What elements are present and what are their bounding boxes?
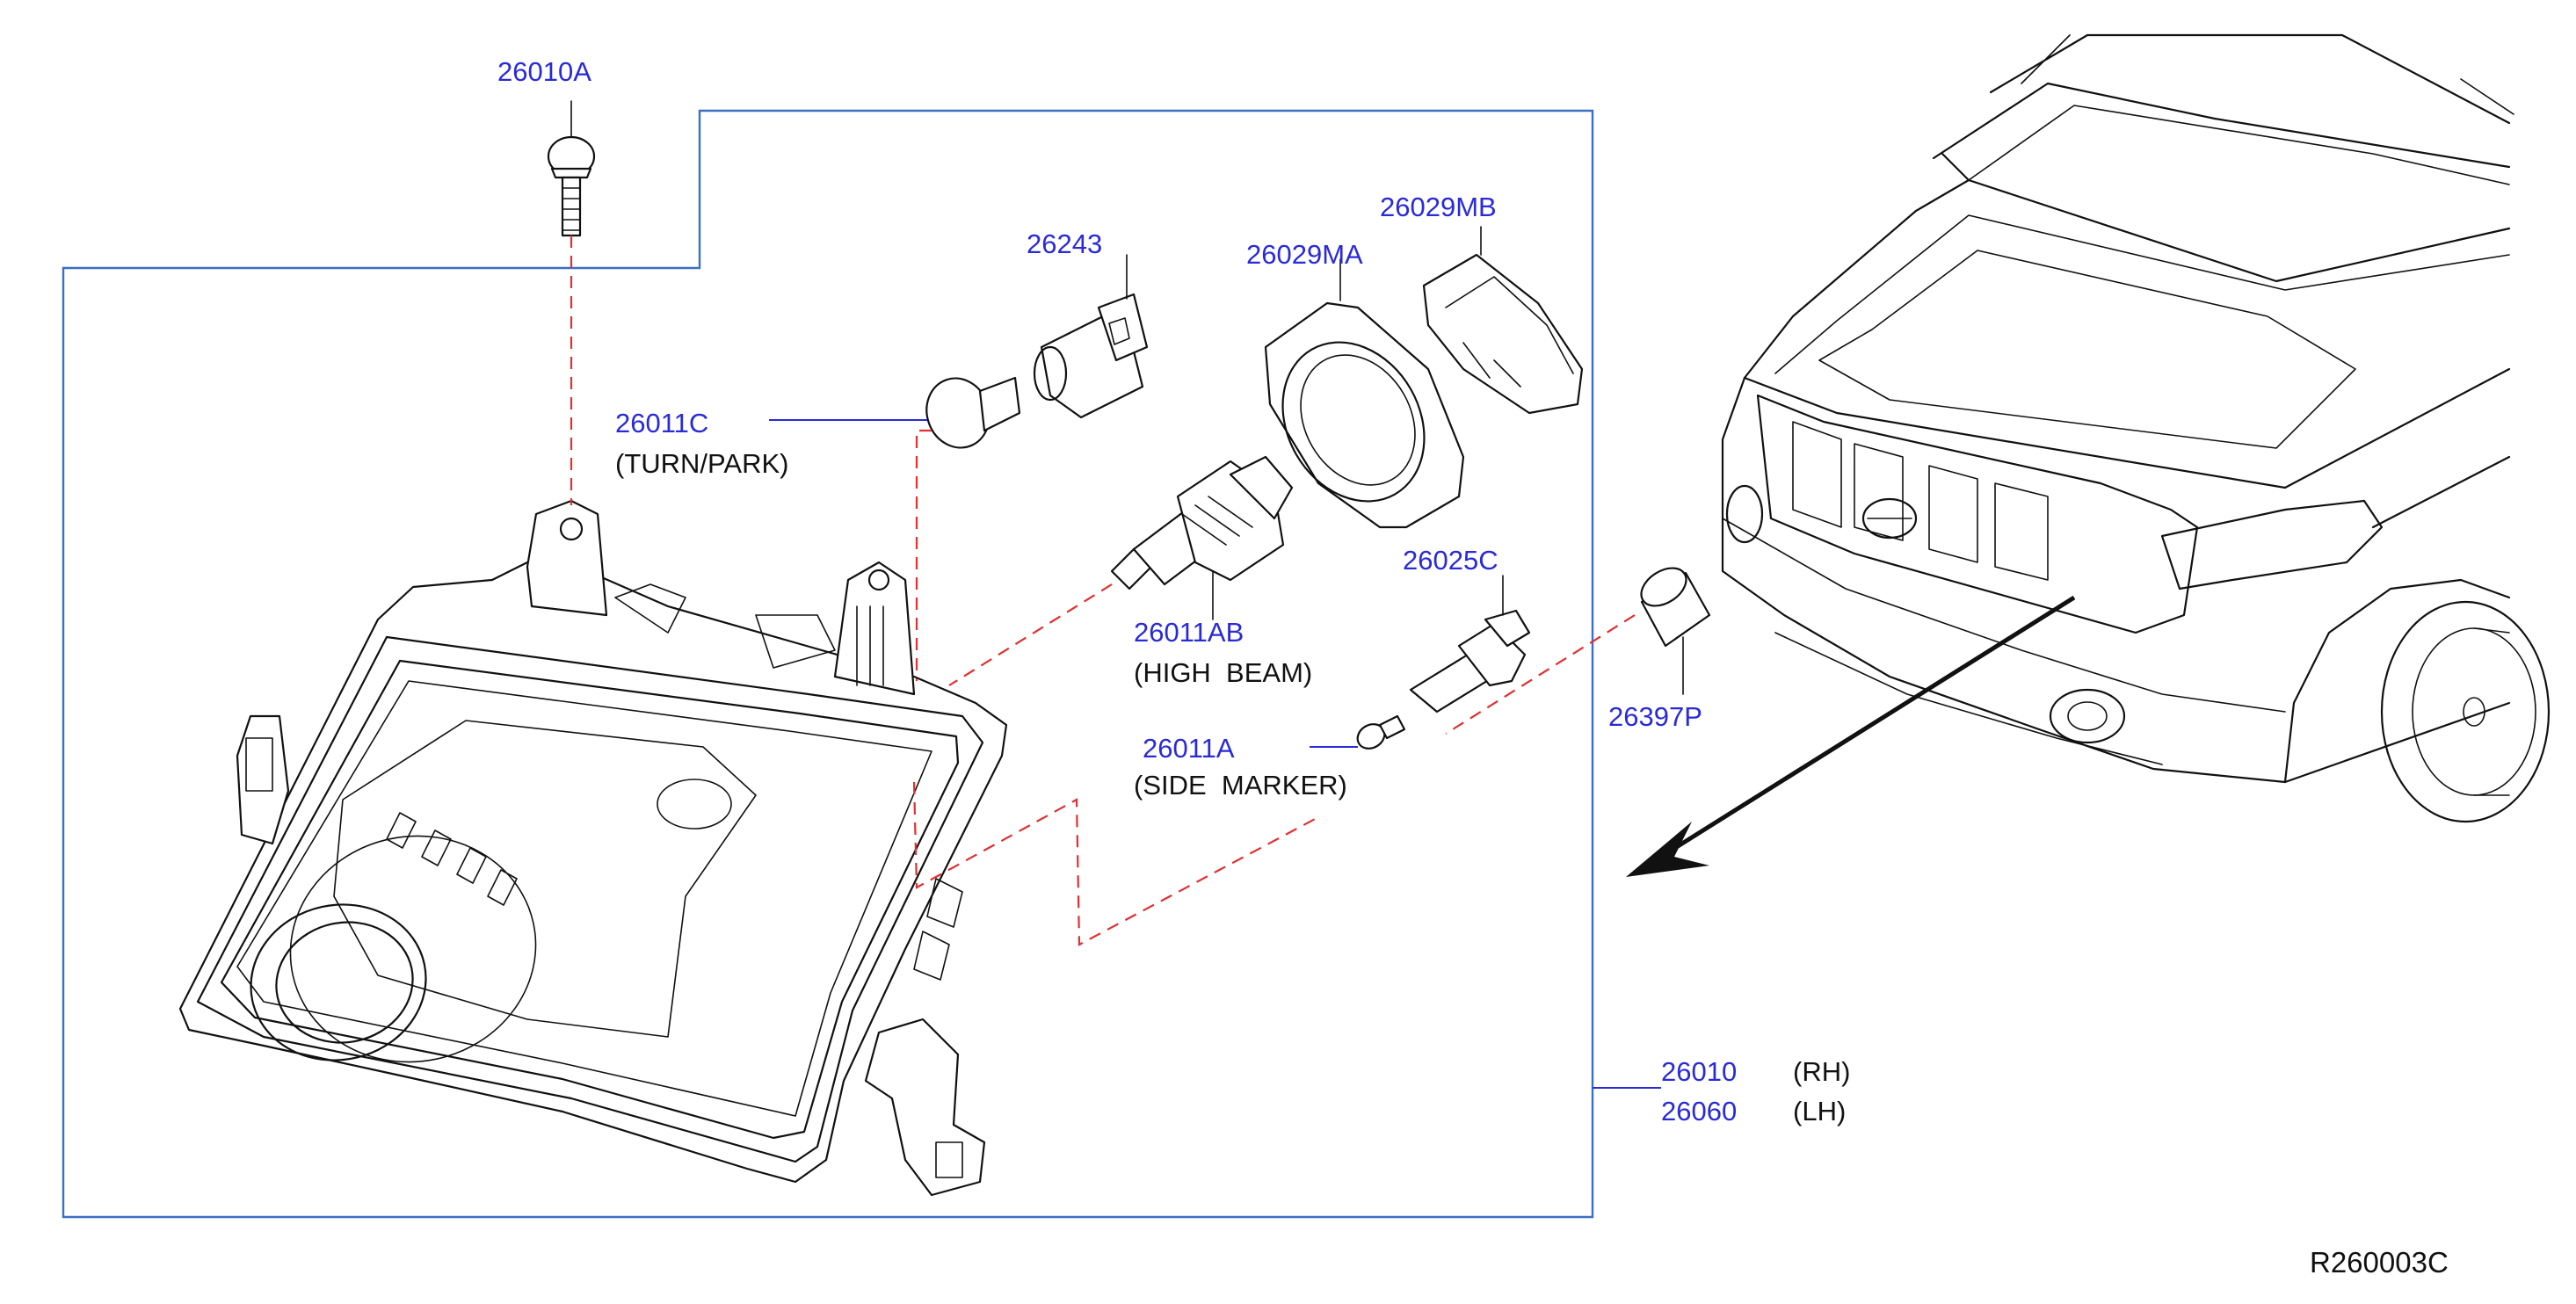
part-number-bolt: 26010A: [497, 56, 591, 87]
side-marker-bulb-icon: [1356, 714, 1406, 750]
assembly-guide-lines: [570, 235, 1636, 946]
part-number-cap: 26397P: [1608, 701, 1702, 732]
part-desc-side-marker-bulb: (SIDE MARKER): [1134, 770, 1347, 801]
part-side-lh: (LH): [1793, 1096, 1846, 1127]
part-number-turn-park-socket: 26243: [1027, 228, 1102, 259]
part-number-high-beam-seal: 26029MA: [1246, 239, 1363, 270]
high-beam-bulb-icon: [1110, 455, 1294, 620]
part-number-side-marker-bulb: 26011A: [1143, 733, 1235, 764]
turn-park-bulb-icon: [925, 376, 1021, 449]
high-beam-seal-icon: [1264, 258, 1465, 529]
part-number-high-beam-bulb: 26011AB: [1134, 617, 1244, 648]
part-number-side-marker-socket: 26025C: [1403, 545, 1498, 576]
part-number-headlamp-rh: 26010: [1661, 1056, 1737, 1087]
part-number-turn-park-bulb: 26011C: [615, 408, 708, 438]
bolt-icon: [547, 100, 596, 237]
part-desc-high-beam-bulb: (HIGH BEAM): [1134, 657, 1312, 688]
side-marker-socket-icon: [1409, 575, 1531, 714]
part-number-headlamp-lh: 26060: [1661, 1096, 1737, 1127]
location-arrow: [1626, 595, 2076, 877]
headlamp-assembly[interactable]: [178, 499, 1008, 1197]
high-beam-retainer-icon: [1422, 226, 1584, 415]
part-desc-turn-park-bulb: (TURN/PARK): [615, 448, 788, 479]
turn-park-socket-icon: [1033, 254, 1149, 419]
vehicle-front-illustration: [1721, 33, 2551, 823]
diagram-reference-code: R260003C: [2310, 1246, 2449, 1279]
part-number-high-beam-retainer: 26029MB: [1380, 192, 1497, 222]
assembly-frame: [62, 109, 1594, 1219]
cap-icon: [1640, 567, 1711, 695]
part-side-rh: (RH): [1793, 1056, 1850, 1087]
leader-lines: [769, 419, 1661, 1089]
